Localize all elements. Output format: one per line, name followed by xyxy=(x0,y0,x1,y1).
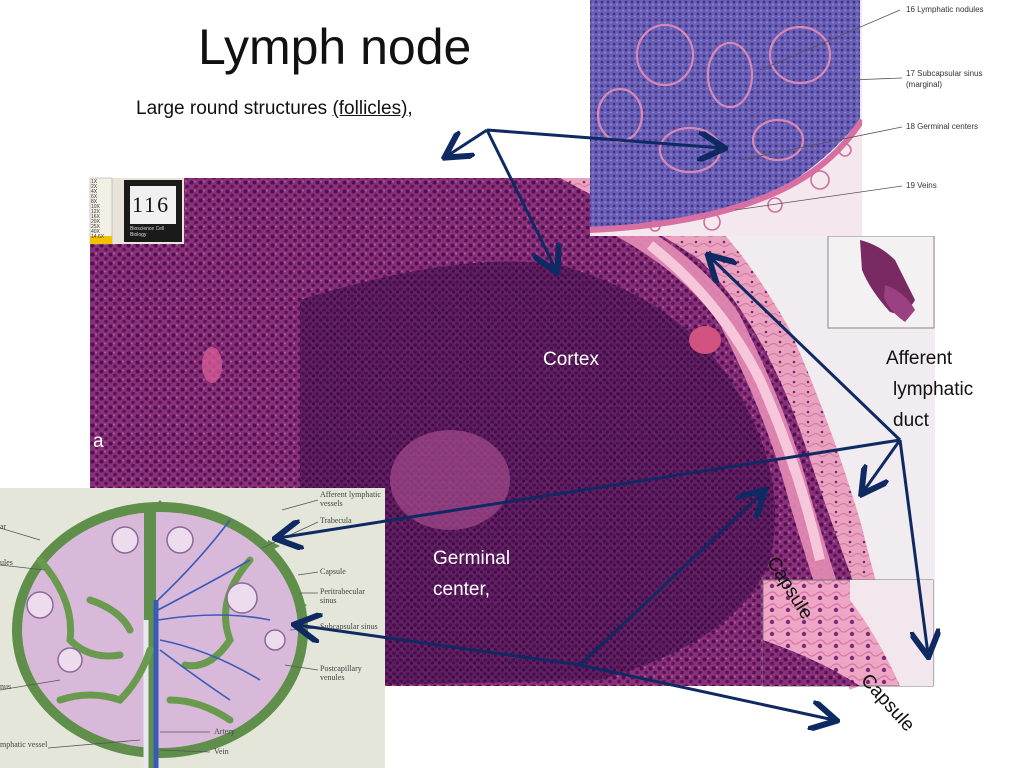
arrow-afferent-bottom xyxy=(898,439,928,654)
label-afferent-2: lymphatic xyxy=(893,379,974,400)
scale-5: 10X xyxy=(91,204,100,210)
slide-title: Lymph node xyxy=(198,19,472,75)
scale-0: 1X xyxy=(91,179,98,185)
slide-box-text: Bioscience Cell Biology xyxy=(130,226,165,238)
scale-8: 20X xyxy=(91,219,100,225)
schematic-label-trabecula: Trabecula xyxy=(320,516,352,525)
slide-box-scale: 1X 2X 4X 6X 8X 10X 12X 16X 20X 25X 40X 1… xyxy=(91,180,111,240)
schematic-label-postcapillary: Postcapillary venules xyxy=(320,664,362,682)
diagram-label-germinal: 18 Germinal centers xyxy=(906,122,979,131)
arrow-afferent-top xyxy=(710,257,902,442)
scale-10: 40X xyxy=(91,229,100,235)
scale-9: 25X xyxy=(91,224,100,230)
arrow-follicles-right xyxy=(486,128,722,148)
arrow-follicles-down xyxy=(485,129,556,270)
label-germinal-2: center, xyxy=(433,579,491,600)
subtitle-post: , xyxy=(407,98,413,119)
label-left-fragment: a xyxy=(93,431,104,452)
diagram-label-nodules: 16 Lymphatic nodules xyxy=(906,5,984,14)
schematic-label-vein: Vein xyxy=(214,747,229,756)
schematic-label-capsule: Capsule xyxy=(320,567,346,576)
schematic-label-left-2: nus xyxy=(0,682,12,691)
label-afferent-3: duct xyxy=(893,410,929,431)
scale-2: 4X xyxy=(91,189,98,195)
schematic-label-peritrabecular: Peritrabecular sinus xyxy=(320,587,365,605)
scale-4: 8X xyxy=(91,199,98,205)
scale-6: 12X xyxy=(91,209,100,215)
scale-1: 2X xyxy=(91,184,98,190)
schematic-label-left-3: mphatic vessel xyxy=(0,740,48,749)
scale-7: 16X xyxy=(91,214,100,220)
arrow-capsule-left xyxy=(297,625,581,667)
arrow-afferent-left xyxy=(278,438,901,538)
slide-subtitle: Large round structures (follicles), xyxy=(136,98,413,120)
subtitle-pre: Large round structures xyxy=(136,98,333,119)
scale-3: 6X xyxy=(91,194,98,200)
diagram-label-subcapsular: 17 Subcapsular sinus (marginal) xyxy=(906,69,983,89)
subtitle-follicles: (follicles) xyxy=(332,98,408,119)
label-cortex: Cortex xyxy=(543,349,599,370)
schematic-label-afferent: Afferent lymphatic vessels xyxy=(320,490,381,508)
diagram-label-veins: 19 Veins xyxy=(906,181,937,190)
label-afferent-1: Afferent xyxy=(886,348,953,369)
arrow-capsule-up xyxy=(578,492,763,667)
arrow-follicles-left xyxy=(447,128,488,156)
schematic-label-left-1: ules xyxy=(0,558,13,567)
label-germinal-1: Germinal xyxy=(433,548,511,569)
schematic-label-left-0: ar xyxy=(0,522,7,531)
schematic-label-artery: Artery xyxy=(214,727,235,736)
schematic-label-subcapsular: Subcapsular sinus xyxy=(320,622,378,631)
arrow-afferent-mid xyxy=(863,439,902,492)
slide-box-number: 116 xyxy=(132,192,171,217)
scale-11: 14.6X xyxy=(91,234,105,240)
arrow-capsule-right xyxy=(579,663,834,720)
